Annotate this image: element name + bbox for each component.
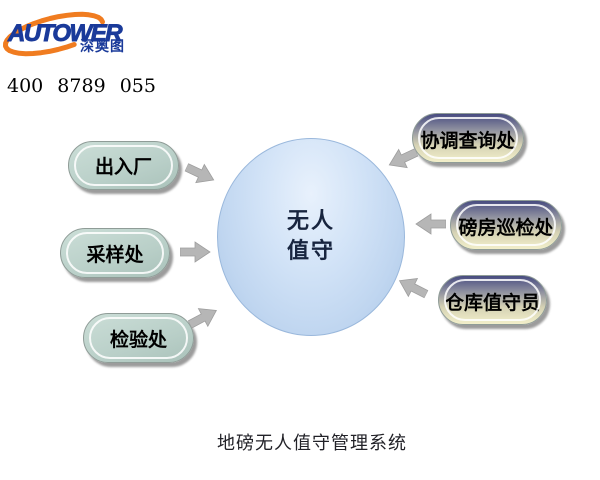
node-sampling: 采样处 (60, 228, 170, 278)
logo-swoosh-icon (3, 11, 105, 57)
caption-title: 地磅无人值守管理系统 (217, 433, 407, 454)
hub-circle: 无人 值守 (217, 138, 405, 336)
node-label: 检验处 (109, 328, 167, 351)
phone-number: 400 8789 055 (7, 75, 156, 97)
hub-line1: 无人 (286, 208, 335, 235)
brand-name: AUTOWER (8, 20, 123, 48)
node-label: 磅房巡检处 (458, 216, 554, 239)
node-coordination-query: 协调查询处 (412, 113, 524, 163)
node-label: 协调查询处 (420, 129, 516, 152)
arrow-icon-right-2 (415, 213, 446, 235)
node-warehouse-keeper: 仓库值守员 (438, 275, 547, 325)
node-entry-exit: 出入厂 (68, 141, 179, 190)
arrow-icon-right-1 (388, 148, 419, 169)
arrow-icon-left-2 (180, 241, 211, 263)
arrow-icon-right-3 (398, 278, 429, 299)
node-label: 出入厂 (94, 156, 152, 178)
arrow-icon-left-3 (187, 308, 217, 329)
node-weighroom-patrol: 磅房巡检处 (450, 200, 562, 250)
arrow-icon-left-1 (184, 163, 215, 184)
hub-line2: 值守 (286, 238, 335, 264)
node-label: 仓库值守员 (444, 291, 540, 314)
brand-name-cjk: 深奥图 (80, 38, 125, 54)
node-label: 采样处 (86, 243, 144, 266)
logo: AUTOWER 深奥图 (3, 10, 159, 74)
node-inspection: 检验处 (83, 313, 194, 363)
